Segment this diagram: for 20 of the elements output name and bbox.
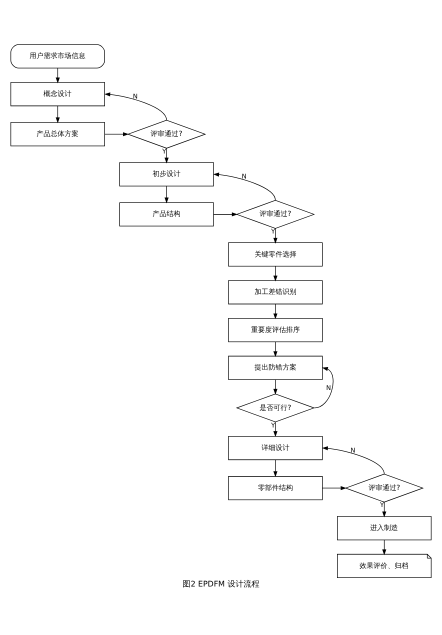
arrow	[273, 378, 278, 394]
arrow	[273, 459, 278, 477]
arrow	[164, 147, 169, 164]
arrow	[322, 446, 385, 474]
arrow	[382, 501, 386, 517]
arrow	[213, 212, 238, 216]
arrow	[273, 228, 278, 244]
arrow	[56, 105, 60, 123]
arrow	[164, 185, 169, 203]
arrow	[273, 421, 278, 437]
arrow	[56, 67, 60, 83]
arrow	[382, 539, 386, 555]
arrow	[314, 366, 334, 408]
arrow	[322, 486, 347, 490]
arrow	[273, 341, 278, 357]
arrow	[104, 92, 167, 120]
arrow	[213, 172, 276, 200]
arrow	[273, 265, 278, 281]
arrow	[104, 132, 129, 136]
arrow	[273, 303, 278, 319]
